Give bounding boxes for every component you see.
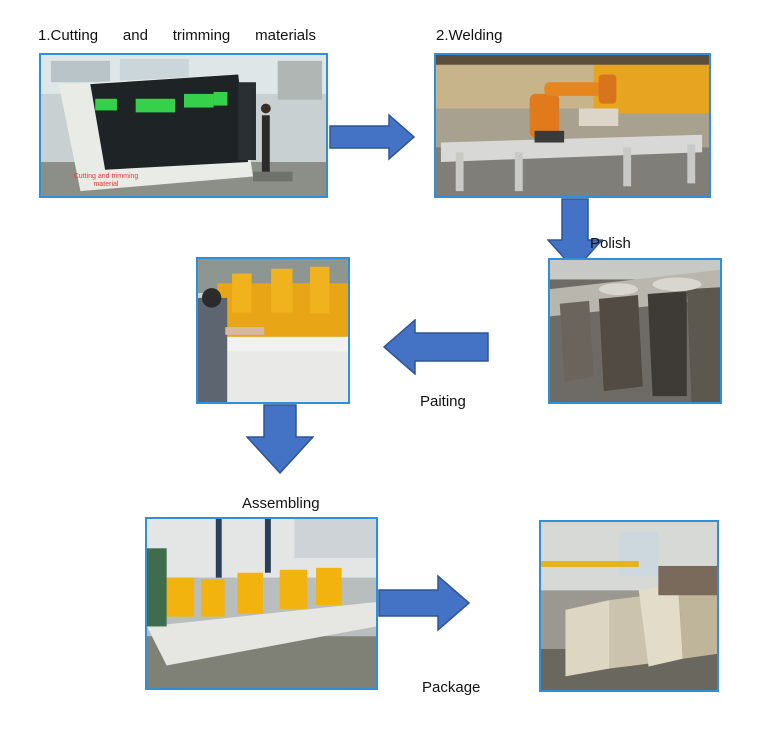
painting-photo	[196, 257, 350, 404]
title-word: 1.Cutting	[38, 27, 99, 44]
title-word: materials	[255, 27, 316, 44]
step-assembling-title: Assembling	[242, 495, 320, 512]
arrow-down-icon	[246, 404, 314, 474]
packaged-boxes-photo	[539, 520, 719, 692]
title-word: trimming	[172, 27, 231, 44]
polished-parts-photo	[548, 258, 722, 404]
arrow-right-icon	[378, 574, 470, 632]
photo-caption: Cutting and trimming material	[51, 173, 161, 189]
step-package-title: Package	[422, 679, 481, 696]
title-word: and	[122, 27, 148, 44]
arrow-left-icon	[383, 319, 489, 375]
photo-caption-line: material	[93, 181, 119, 188]
arrow-down-icon	[547, 198, 603, 272]
step-welding-title: 2.Welding	[436, 27, 503, 44]
step-painting-title: Paiting	[420, 393, 466, 410]
arrow-right-icon	[329, 113, 415, 161]
assembly-line-photo	[145, 517, 378, 690]
step-cutting-title: 1.Cutting and trimming materials	[38, 27, 316, 44]
cutting-machine-photo: Cutting and trimming material	[39, 53, 328, 198]
step-polish-title: Polish	[590, 235, 631, 252]
photo-caption-line: Cutting and trimming	[73, 173, 139, 180]
welding-robot-photo	[434, 53, 711, 198]
